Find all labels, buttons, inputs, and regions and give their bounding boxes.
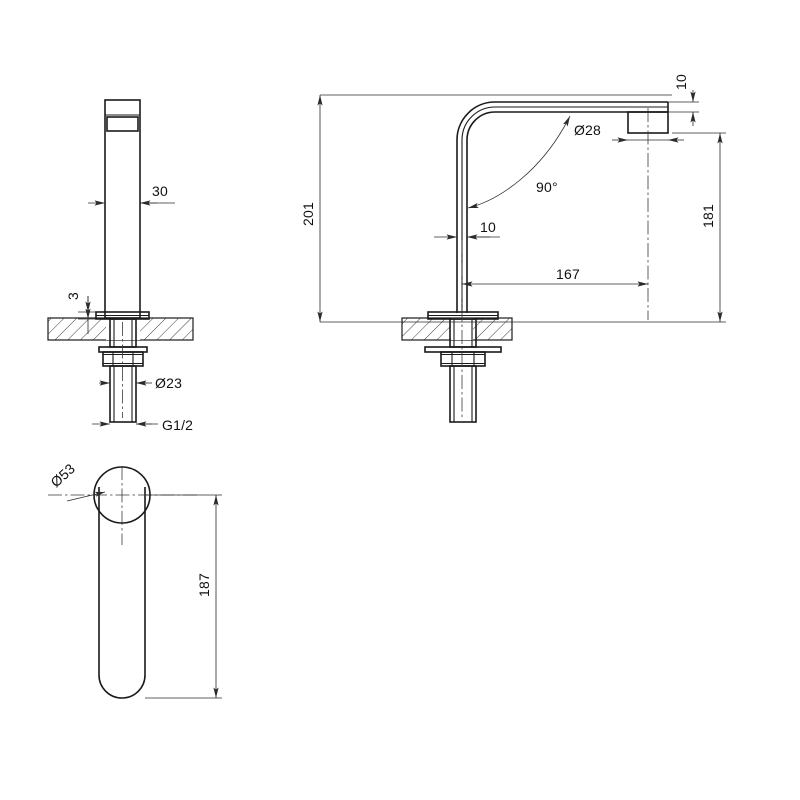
dimension-bend-angle: 90° [467,115,571,209]
threaded-shank-front [449,365,477,423]
dim-label-187: 187 [196,573,212,597]
dim-label-3: 3 [65,292,81,300]
dim-label-167: 167 [556,266,580,282]
dim-label-10-tip: 10 [673,74,689,90]
dimension-flange-thickness: 3 [65,292,100,334]
dim-label-201: 201 [300,202,316,226]
dim-label-d23: Ø23 [155,375,182,391]
hex-nut-side [102,351,144,367]
dimension-side-width: 30 [88,183,175,206]
dimension-spout-height: 181 [672,132,726,323]
dimension-reach: 167 [462,266,648,287]
dimension-spout-tip-drop: 10 [668,74,699,126]
counter-slab-front [401,317,513,341]
plan-body-outline [98,487,146,699]
spout-body-side [104,99,141,319]
dimension-outlet-diameter: Ø28 [574,122,684,143]
view-side-elevation: 30 3 Ø23 G1 [47,99,194,433]
view-front-elevation: 201 181 10 Ø28 [300,74,726,423]
dimension-overall-height: 201 [300,94,672,323]
dim-label-181: 181 [700,204,716,228]
dim-label-d28: Ø28 [574,122,601,138]
hex-nut-front [440,351,486,367]
view-plan: Ø53 187 [47,460,222,699]
dim-label-90deg: 90° [536,179,558,195]
counter-slab-side [47,317,194,341]
dimension-plan-length: 187 [145,494,222,699]
dimension-thread-spec: G1/2 [92,417,193,433]
gooseneck-outer-wall [456,101,668,313]
gooseneck-inner-wall [466,111,668,313]
dimension-shank-diameter: Ø23 [99,375,182,391]
dim-label-g12: G1/2 [162,417,193,433]
dim-label-10-tube: 10 [480,219,496,235]
gooseneck-midline [461,106,668,313]
dim-label-d53: Ø53 [47,460,78,490]
dim-label-30: 30 [152,183,168,199]
threaded-shank-side [109,365,137,423]
dimension-tube-width: 10 [434,219,500,240]
